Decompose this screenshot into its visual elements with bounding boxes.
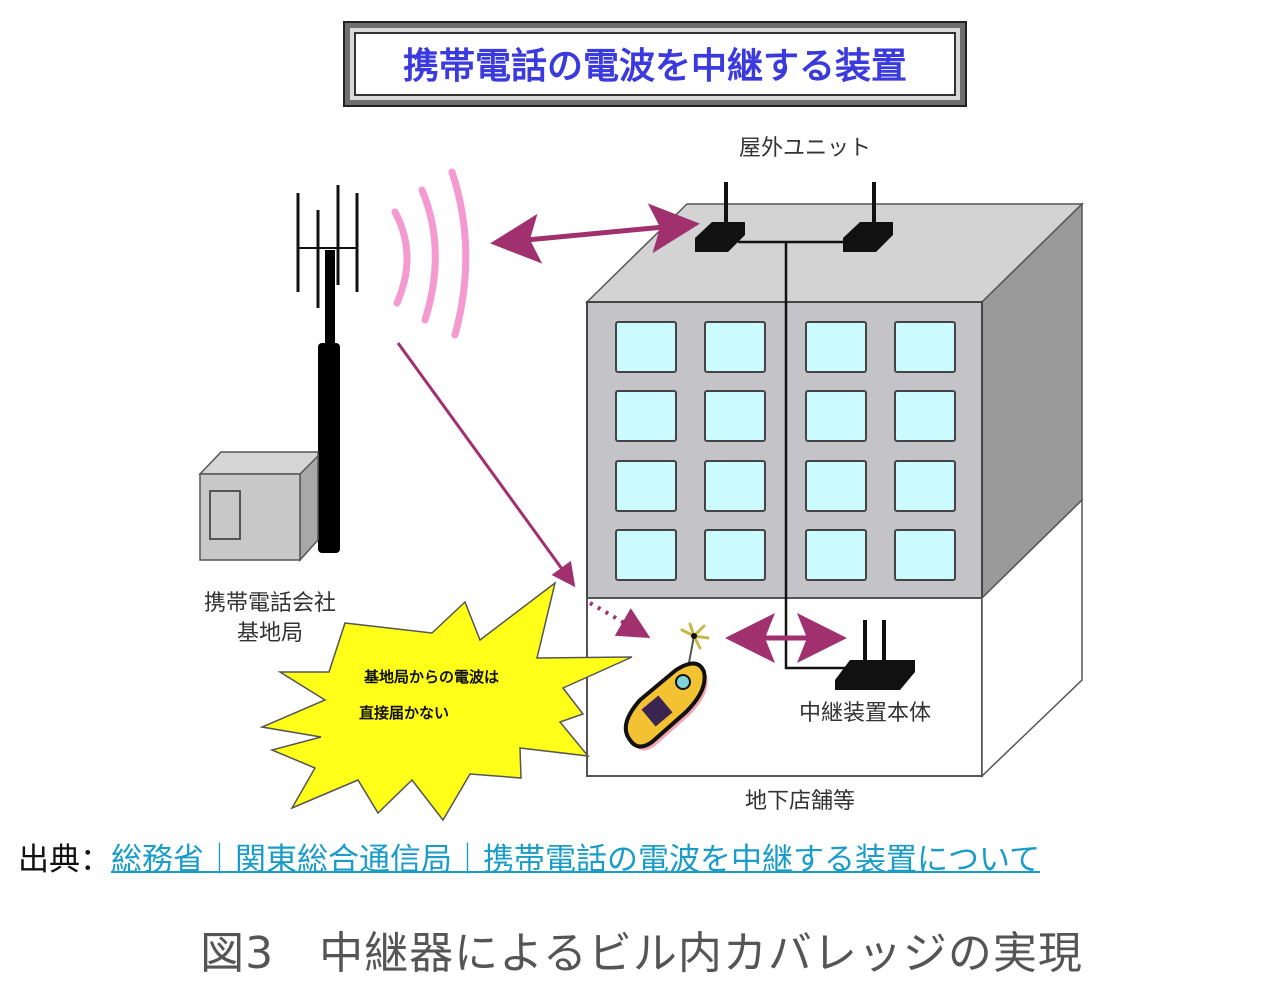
outdoor-unit-label: 屋外ユニット bbox=[739, 136, 871, 161]
title-box: 携帯電話の電波を中継する装置 bbox=[343, 21, 967, 107]
base-station-tower bbox=[296, 185, 359, 553]
underground-label: 地下店舗等 bbox=[745, 789, 855, 814]
building-window bbox=[704, 460, 766, 512]
source-link-repeater-page[interactable]: 携帯電話の電波を中継する装置について bbox=[483, 842, 1041, 878]
arrow-tower-to-outdoor-unit bbox=[490, 203, 700, 264]
base-station-label-line2: 基地局 bbox=[237, 621, 303, 646]
burst-text-line2: 直接届かない bbox=[359, 704, 449, 722]
building-window bbox=[894, 460, 956, 512]
building-window bbox=[805, 390, 867, 442]
diagram-title: 携帯電話の電波を中継する装置 bbox=[403, 46, 907, 87]
source-separator-1[interactable]: ｜ bbox=[204, 842, 235, 878]
building-window bbox=[615, 390, 677, 442]
building-window bbox=[894, 321, 956, 373]
source-separator-2[interactable]: ｜ bbox=[452, 842, 483, 878]
building-window bbox=[615, 460, 677, 512]
building-window bbox=[704, 390, 766, 442]
warning-burst: 基地局からの電波は 直接届かない bbox=[259, 581, 633, 822]
source-prefix: 出典： bbox=[18, 842, 111, 878]
arrow-tower-to-building bbox=[396, 342, 576, 588]
burst-text-line1: 基地局からの電波は bbox=[363, 668, 499, 686]
base-station-label-line1: 携帯電話会社 bbox=[204, 591, 336, 616]
building-window bbox=[805, 460, 867, 512]
building-window bbox=[704, 529, 766, 581]
source-citation: 出典：総務省｜関東総合通信局｜携帯電話の電波を中継する装置について bbox=[18, 834, 1040, 879]
building-window bbox=[615, 321, 677, 373]
figure-caption: 図3 中継器によるビル内カバレッジの実現 bbox=[200, 928, 1083, 979]
building-window bbox=[805, 321, 867, 373]
source-link-kanto-bureau[interactable]: 関東総合通信局 bbox=[235, 842, 452, 878]
source-link-soumusho[interactable]: 総務省 bbox=[111, 842, 204, 878]
base-station-box bbox=[198, 451, 319, 562]
radio-waves-icon bbox=[391, 168, 470, 339]
window-grid bbox=[615, 321, 956, 581]
building-window bbox=[805, 529, 867, 581]
repeater-body bbox=[835, 620, 915, 690]
outdoor-unit-left bbox=[695, 182, 745, 252]
mobile-phone-icon bbox=[623, 622, 710, 751]
feeder-cable bbox=[738, 240, 856, 670]
building-window bbox=[894, 529, 956, 581]
building-window bbox=[894, 390, 956, 442]
arrow-blocked-signal bbox=[588, 601, 651, 639]
building-window bbox=[704, 321, 766, 373]
outdoor-unit-right bbox=[843, 182, 893, 252]
repeater-body-label: 中継装置本体 bbox=[799, 701, 931, 726]
building-window bbox=[615, 529, 677, 581]
